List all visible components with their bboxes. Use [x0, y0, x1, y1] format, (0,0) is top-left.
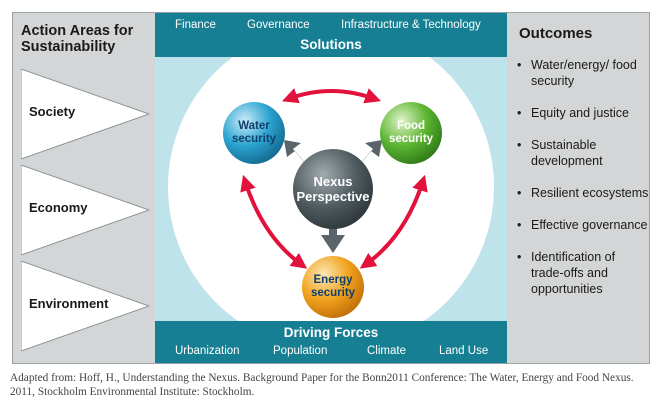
economy-pennant-shape: [21, 165, 149, 255]
outcome-item: Resilient ecosystems: [517, 185, 649, 201]
solutions-band-shape: [155, 13, 507, 57]
figure-caption: Adapted from: Hoff, H., Understanding th…: [10, 372, 634, 398]
action-area-environment: Environment: [21, 261, 149, 351]
energy-security-node: [302, 256, 364, 318]
outcomes-list: Water/energy/ food security Equity and j…: [517, 57, 649, 313]
water-food-arrow: [282, 88, 382, 104]
outcomes-panel: Outcomes Water/energy/ food security Equ…: [507, 13, 649, 363]
food-label-line1: Food: [396, 120, 426, 132]
solution-finance: Finance: [175, 19, 216, 31]
food-label-line2: security: [388, 133, 434, 145]
energy-security-label: Energy security: [303, 274, 363, 300]
nexus-diagram: [155, 13, 507, 363]
water-label-line2: security: [231, 133, 277, 145]
outcome-item: Water/energy/ food security: [517, 57, 649, 89]
action-areas-title: Action Areas for Sustainability: [21, 23, 156, 55]
water-label-line1: Water: [238, 120, 270, 132]
nexus-label-line1: Nexus: [313, 174, 353, 189]
outcome-item: Equity and justice: [517, 105, 649, 121]
water-security-label: Water security: [224, 120, 284, 146]
action-areas-title-line1: Action Areas for: [21, 23, 134, 39]
solution-governance: Governance: [247, 19, 310, 31]
action-areas-title-line2: Sustainability: [21, 39, 116, 55]
food-energy-arrow: [359, 174, 428, 269]
outcome-item: Sustainable development: [517, 137, 649, 169]
energy-label-line2: security: [310, 287, 356, 299]
nexus-perspective-label: Nexus Perspective: [293, 174, 373, 204]
nexus-to-energy-arrow: [321, 225, 345, 253]
outcome-item: Effective governance: [517, 217, 649, 233]
action-area-economy: Economy: [21, 165, 149, 255]
water-security-node: [223, 102, 285, 164]
outcome-item: Identification of trade-offs and opportu…: [517, 249, 649, 297]
driving-force-land-use: Land Use: [439, 345, 489, 357]
nexus-to-food-arrow: [354, 140, 382, 171]
food-security-node: [380, 102, 442, 164]
action-areas-panel: Action Areas for Sustainability Society …: [13, 13, 155, 363]
outcomes-title: Outcomes: [519, 25, 593, 42]
driving-forces-band-shape: [155, 321, 507, 363]
driving-force-population: Population: [273, 345, 328, 357]
society-label: Society: [29, 104, 76, 119]
environment-pennant-shape: [21, 261, 149, 351]
nexus-to-water-arrow: [284, 140, 312, 171]
economy-label: Economy: [29, 200, 88, 215]
nexus-figure: Action Areas for Sustainability Society …: [12, 12, 650, 364]
nexus-perspective-node: [293, 149, 373, 229]
society-pennant-shape: [21, 69, 149, 159]
nexus-center-panel: Finance Governance Infrastructure & Tech…: [155, 13, 507, 363]
environment-label: Environment: [29, 296, 109, 311]
driving-force-climate: Climate: [367, 345, 406, 357]
energy-label-line1: Energy: [313, 274, 353, 286]
food-security-label: Food security: [381, 120, 441, 146]
action-area-society: Society: [21, 69, 149, 159]
solutions-title: Solutions: [300, 37, 362, 52]
driving-force-urbanization: Urbanization: [175, 345, 240, 357]
solution-infrastructure-technology: Infrastructure & Technology: [341, 19, 481, 31]
nexus-label-line2: Perspective: [296, 189, 370, 204]
water-energy-arrow: [240, 174, 308, 269]
driving-forces-title: Driving Forces: [283, 325, 379, 340]
